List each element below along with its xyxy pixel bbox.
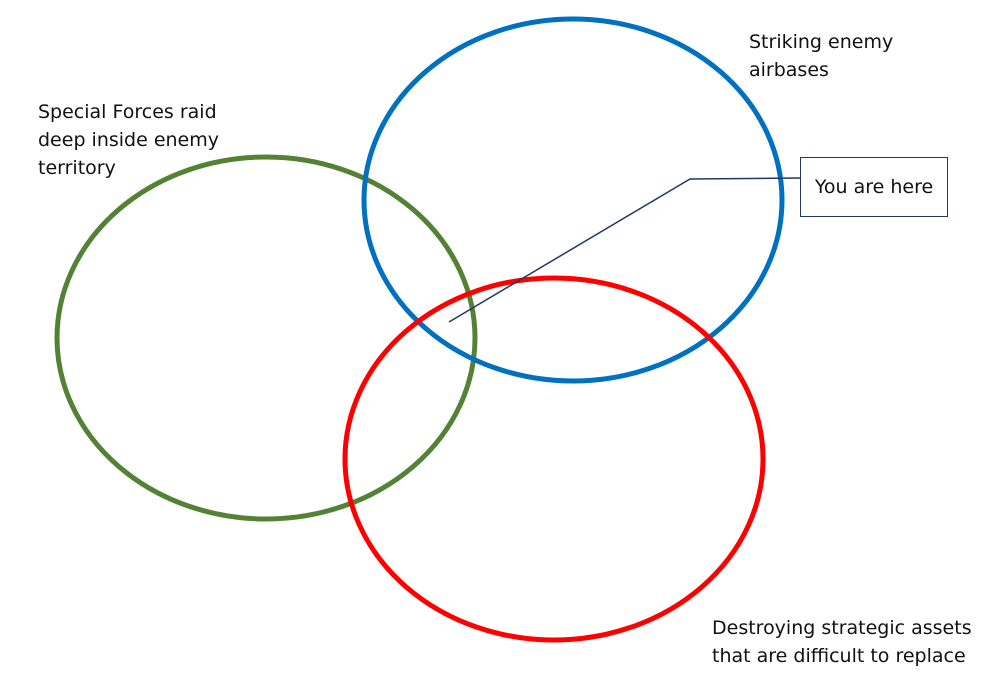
- airbases-label-line: airbases: [749, 59, 829, 81]
- callout-leader-line: [448, 177, 801, 323]
- strategic-assets-label: Destroying strategic assets that are dif…: [712, 614, 972, 670]
- you-are-here-callout: You are here: [800, 157, 948, 217]
- special-forces-label: Special Forces raid deep inside enemy te…: [38, 98, 219, 182]
- special-forces-label-line: territory: [38, 157, 116, 179]
- strategic-assets-label-line: that are difficult to replace: [712, 645, 966, 667]
- airbases-circle: [361, 16, 785, 384]
- airbases-label: Striking enemy airbases: [749, 28, 893, 84]
- strategic-assets-label-line: Destroying strategic assets: [712, 617, 972, 639]
- special-forces-label-line: Special Forces raid: [38, 101, 217, 123]
- callout-text: You are here: [814, 176, 934, 198]
- special-forces-circle: [54, 154, 478, 522]
- special-forces-label-line: deep inside enemy: [38, 129, 220, 151]
- airbases-label-line: Striking enemy: [749, 31, 894, 53]
- strategic-assets-circle: [342, 275, 766, 643]
